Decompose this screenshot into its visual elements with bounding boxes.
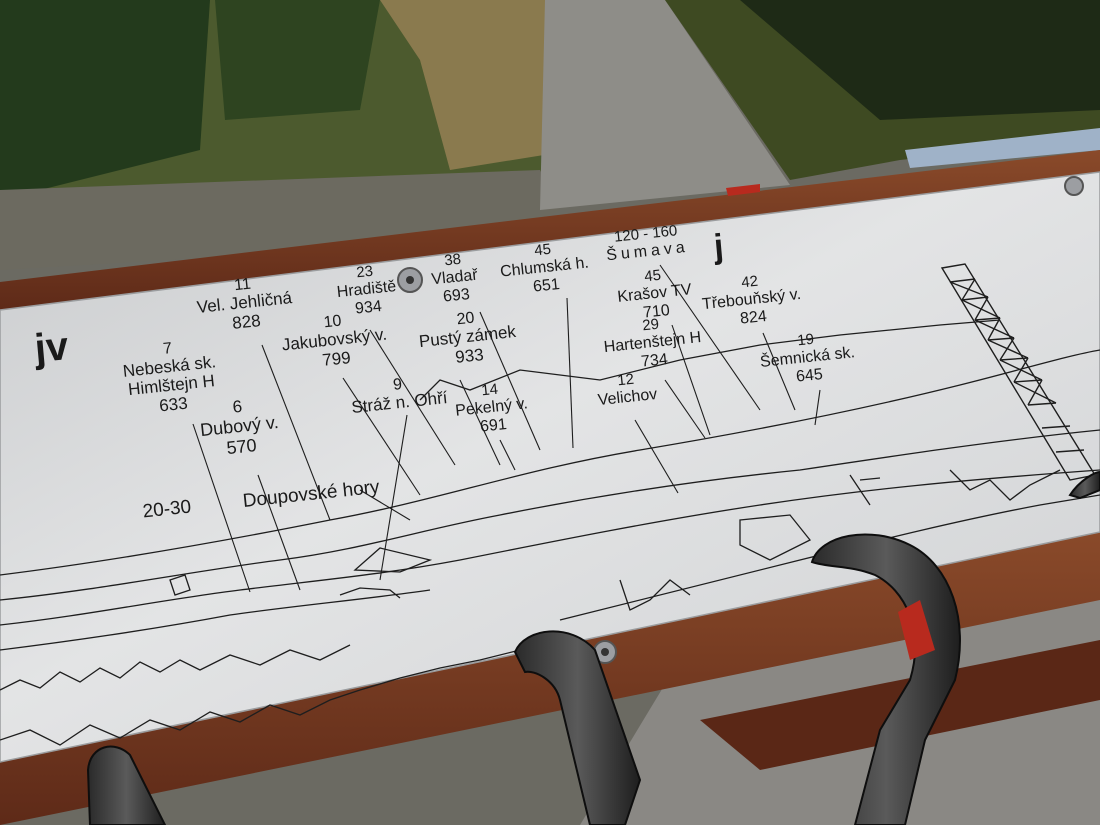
peak-number: 45 bbox=[644, 267, 662, 286]
peak-number: 20 bbox=[456, 310, 476, 329]
peak-altitude: 710 bbox=[642, 302, 670, 322]
peak-number: 7 bbox=[162, 340, 173, 358]
direction-label-jv: jv bbox=[32, 324, 71, 371]
panorama-plate bbox=[0, 171, 1100, 763]
leader-lines bbox=[192, 264, 821, 593]
peak-altitude: 645 bbox=[795, 366, 823, 386]
peak-altitude: 734 bbox=[640, 351, 668, 371]
peak-altitude: 934 bbox=[354, 298, 382, 318]
peak-number: 23 bbox=[356, 263, 374, 282]
peak-number: 12 bbox=[617, 371, 635, 390]
peak-number: 29 bbox=[642, 316, 660, 335]
metal-hooks bbox=[86, 470, 1100, 825]
peak-altitude: 693 bbox=[442, 286, 470, 306]
peak-number: 11 bbox=[233, 276, 251, 295]
peak-altitude: 570 bbox=[226, 435, 258, 458]
peak-altitude: 691 bbox=[479, 416, 507, 436]
peak-name: Hradiště bbox=[336, 278, 397, 301]
peak-altitude: 633 bbox=[158, 394, 188, 416]
peak-number: 10 bbox=[323, 313, 343, 332]
peak-number: 38 bbox=[444, 251, 462, 270]
peak-number: 45 bbox=[534, 241, 552, 260]
peak-altitude: 824 bbox=[739, 308, 767, 328]
peak-number: 19 bbox=[797, 331, 815, 350]
peak-name: Velichov bbox=[597, 386, 658, 409]
engraved-landscape-lines bbox=[0, 319, 1100, 746]
peak-name: Vladař bbox=[431, 267, 479, 289]
peak-number: 6 bbox=[232, 397, 243, 417]
peak-number: 42 bbox=[741, 273, 759, 292]
screw-icons bbox=[397, 176, 1084, 664]
peak-number: 120 - 160 bbox=[613, 222, 678, 246]
peak-number: 14 bbox=[481, 381, 499, 400]
peak-altitude: 799 bbox=[321, 348, 351, 370]
direction-label-j: j bbox=[711, 227, 725, 266]
peak-altitude: 828 bbox=[231, 311, 261, 333]
peak-altitude: 933 bbox=[454, 345, 484, 367]
peak-number: 9 bbox=[392, 376, 403, 394]
hook-red-tips bbox=[726, 184, 935, 660]
peak-number: 20-30 bbox=[142, 496, 193, 522]
peak-altitude: 651 bbox=[532, 276, 560, 296]
